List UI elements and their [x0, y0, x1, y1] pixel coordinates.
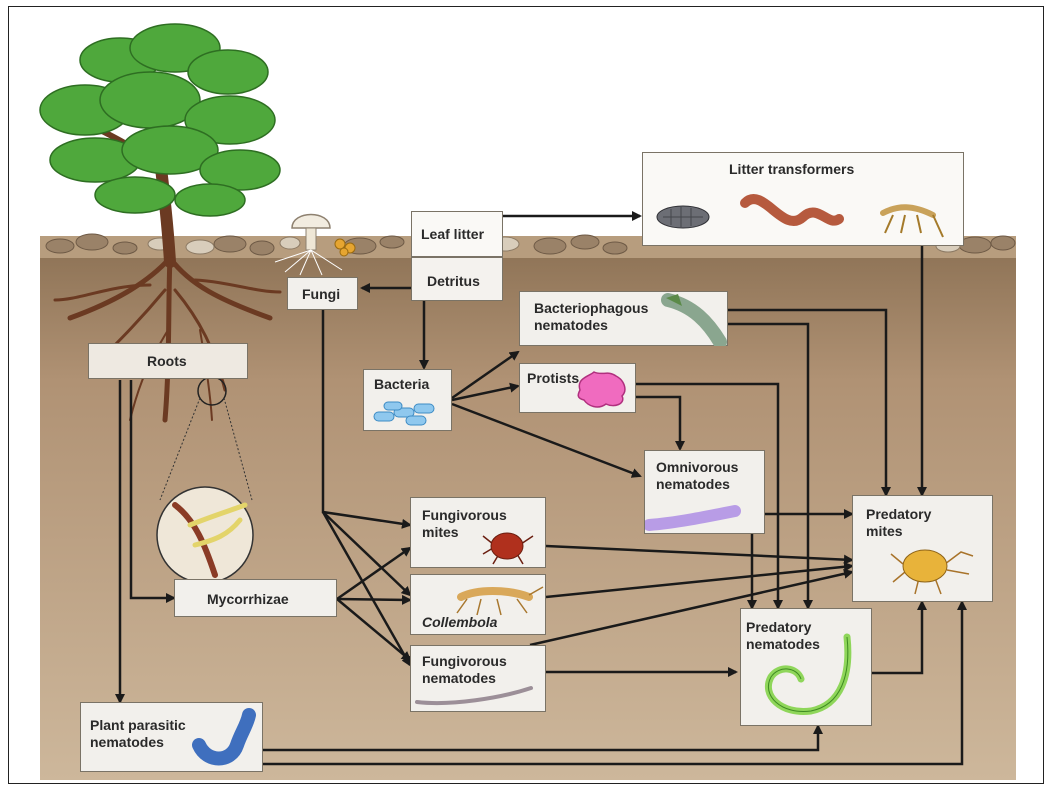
- arrow-bacteria-to-protists: [451, 382, 520, 402]
- omnivorous-nematodes-label-1: Omnivorous: [656, 459, 739, 475]
- predatory-mite-illustration: [890, 549, 974, 595]
- leaf-litter-box: Leaf litter: [411, 211, 503, 257]
- litter-transformers-illustration: [656, 194, 944, 238]
- predatory-mites-box: Predatory mites: [852, 495, 993, 602]
- predatory-nematodes-label-1: Predatory: [746, 619, 812, 635]
- mushroom-illustration: [274, 213, 356, 276]
- fungivorous-nematodes-label-2: nematodes: [422, 670, 496, 686]
- tree-illustration: [39, 23, 282, 584]
- bacteria-illustration: [373, 401, 435, 426]
- fungivorous-nematodes-box: Fungivorous nematodes: [410, 645, 546, 712]
- fungivorous-mites-label-2: mites: [422, 524, 459, 540]
- fungi-box: Fungi: [287, 277, 358, 310]
- omnivorous-nematodes-label-2: nematodes: [656, 476, 730, 492]
- arrow-roots-to-mycorrhizae: [129, 380, 176, 603]
- protists-label: Protists: [527, 370, 580, 386]
- fungivorous-mites-label-1: Fungivorous: [422, 507, 507, 523]
- arrow-fungivorous-mites-to-predatory-mites: [545, 544, 854, 565]
- predatory-nematodes-label-2: nematodes: [746, 636, 820, 652]
- arrow-predatory-nematodes-to-predatory-mites: [872, 600, 927, 675]
- predatory-mites-label-1: Predatory: [866, 506, 932, 522]
- arrow-fungi-to-fungivorous-nematodes: [321, 511, 412, 667]
- arrow-mycorrhizae-to-collembola: [336, 594, 412, 605]
- roots-label: Roots: [147, 353, 187, 369]
- arrow-protists-to-omnivorous: [636, 395, 685, 451]
- protists-box: Protists: [519, 363, 636, 413]
- bacteria-label: Bacteria: [374, 376, 430, 392]
- omnivorous-nematode-illustration: [645, 505, 741, 531]
- predatory-mites-label-2: mites: [866, 523, 903, 539]
- detritus-box: Detritus: [411, 257, 503, 301]
- litter-transformers-label: Litter transformers: [729, 161, 855, 177]
- bacteriophagous-nematodes-label-2: nematodes: [534, 317, 608, 333]
- plant-parasitic-nematodes-label-1: Plant parasitic: [90, 717, 186, 733]
- roots-box: Roots: [88, 343, 248, 379]
- fungivorous-nematodes-label-1: Fungivorous: [422, 653, 507, 669]
- bacteria-box: Bacteria: [363, 369, 452, 431]
- fungivorous-mite-illustration: [482, 532, 534, 565]
- bacteriophagous-nematode-illustration: [661, 293, 727, 346]
- bacteriophagous-nematodes-box: Bacteriophagous nematodes: [519, 291, 728, 346]
- arrow-bacteriophagous-to-predatory-mites: [728, 308, 891, 497]
- mycorrhizae-label: Mycorrhizae: [207, 591, 289, 607]
- collembola-label: Collembola: [422, 614, 498, 630]
- litter-transformers-box: Litter transformers: [642, 152, 964, 246]
- arrow-plant-parasitic-to-predatory-mites: [263, 600, 967, 766]
- collembola-box: Collembola: [410, 574, 546, 635]
- arrow-bacteria-to-omnivorous: [451, 402, 642, 478]
- fungivorous-mites-box: Fungivorous mites: [410, 497, 546, 568]
- arrow-mycorrhizae-to-fungivorous-mites: [336, 546, 412, 601]
- mycorrhizae-box: Mycorrhizae: [174, 579, 337, 617]
- fungi-label: Fungi: [302, 286, 341, 302]
- collembola-illustration: [456, 586, 544, 616]
- arrow-collembola-to-predatory-mites: [545, 561, 854, 599]
- arrow-fungi-to-collembola: [322, 511, 412, 597]
- arrow-plant-parasitic-to-predatory-nematodes: [263, 724, 823, 752]
- arrow-protists-to-predatory-nematodes: [636, 382, 783, 610]
- arrow-bacteria-to-bacteriophagous: [451, 350, 520, 400]
- food-web-arrows: [115, 211, 967, 766]
- leaf-litter-label: Leaf litter: [421, 226, 485, 242]
- detritus-label: Detritus: [427, 273, 480, 289]
- plant-parasitic-nematodes-label-2: nematodes: [90, 734, 164, 750]
- predatory-nematodes-box: Predatory nematodes: [740, 608, 872, 726]
- arrow-fungivorous-nematodes-to-predatory-mites: [529, 568, 854, 647]
- plant-parasitic-nematode-illustration: [192, 708, 256, 766]
- arrow-mycorrhizae-to-fungivorous-nematodes: [336, 598, 412, 662]
- fungivorous-nematode-illustration: [415, 686, 533, 706]
- protist-illustration: [577, 371, 626, 408]
- bacteriophagous-nematodes-label-1: Bacteriophagous: [534, 300, 649, 316]
- predatory-nematode-illustration: [765, 633, 852, 715]
- plant-parasitic-nematodes-box: Plant parasitic nematodes: [80, 702, 263, 772]
- omnivorous-nematodes-box: Omnivorous nematodes: [644, 450, 765, 534]
